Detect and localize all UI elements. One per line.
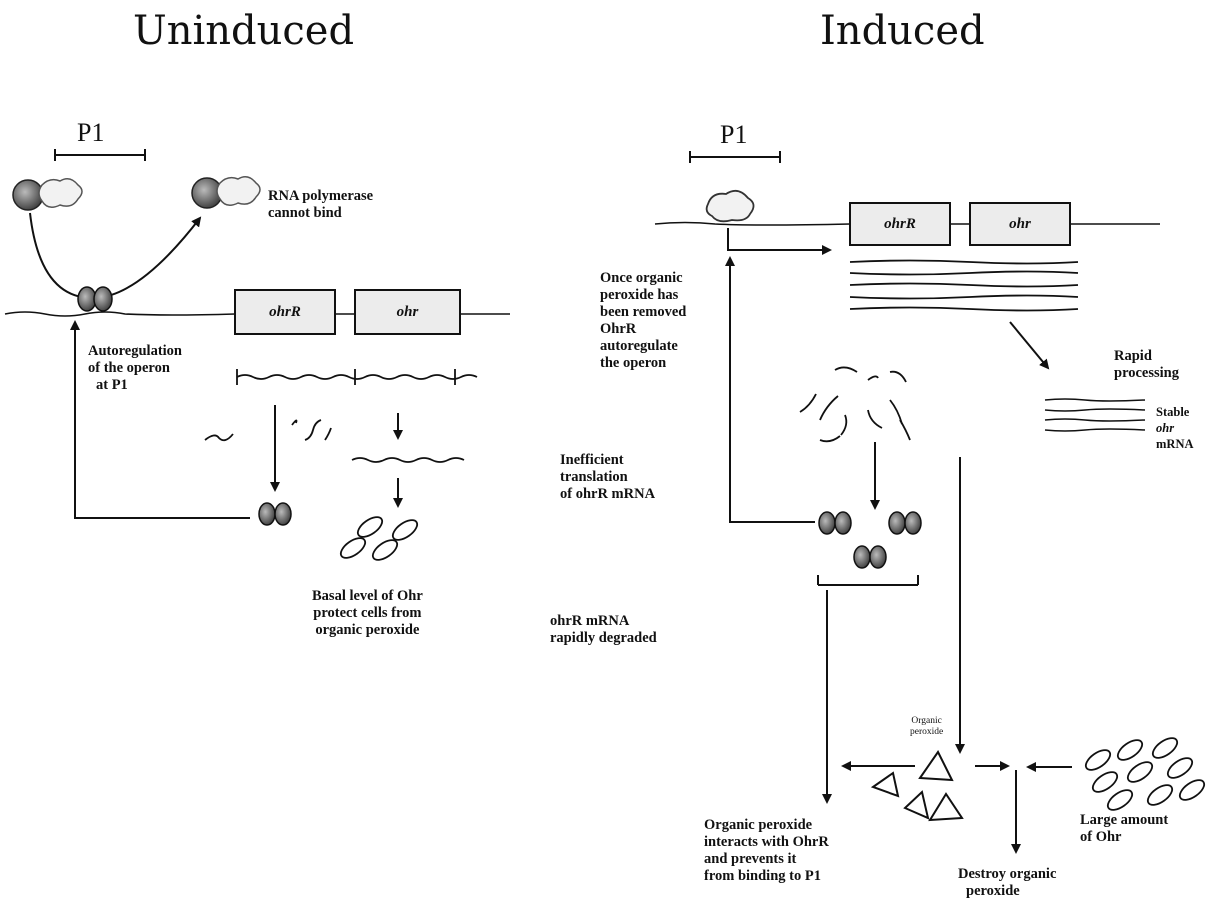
rapid-processing-arrow: [1010, 322, 1048, 368]
uninduced-ohrr-gene-label: ohrR: [235, 302, 335, 322]
rna-polymerase-icon: [192, 177, 260, 208]
induced-promoter-label: P1: [720, 120, 747, 150]
induced-promoter-bracket: [690, 151, 780, 163]
ohr-protein-cluster: [1083, 734, 1208, 814]
organic-peroxide-icon: [873, 752, 962, 820]
ohrr-dimer-icon: [78, 287, 112, 311]
induced-title: Induced: [820, 8, 985, 54]
destroy-peroxide-label: Destroy organic peroxide: [958, 866, 1056, 900]
stable-ohr-mrna-label: Stable ohr mRNA: [1156, 404, 1194, 452]
mrna-fragments: [205, 420, 331, 440]
displacement-arrow: [30, 213, 200, 298]
stable-ohr-mrna: [1045, 399, 1145, 431]
large-amount-ohr-label: Large amount of Ohr: [1080, 812, 1168, 846]
ohrr-dimer-icon: [819, 512, 851, 534]
ohrr-dimer-icon: [889, 512, 921, 534]
uninduced-promoter-label: P1: [77, 118, 104, 148]
transcription-start-arrow: [728, 228, 830, 250]
uninduced-transcript: [237, 369, 477, 385]
induced-ohrr-gene-label: ohrR: [850, 214, 950, 234]
uninduced-dna-line: [5, 312, 235, 316]
rnap-cannot-bind-label: RNA polymerase cannot bind: [268, 188, 373, 222]
rna-polymerase-icon: [13, 179, 82, 210]
rna-polymerase-icon: [707, 191, 754, 222]
inefficient-translation-label: Inefficient translation of ohrR mRNA: [560, 452, 655, 503]
induced-dna-line: [655, 223, 850, 226]
basal-level-label: Basal level of Ohr protect cells from or…: [312, 588, 423, 639]
ohrr-mrna-degraded-label: ohrR mRNA rapidly degraded: [550, 613, 657, 647]
induced-ohr-gene-label: ohr: [970, 214, 1070, 234]
ohr-mrna: [352, 458, 464, 462]
rapid-processing-label: Rapid processing: [1114, 348, 1179, 382]
autoregulation-feedback-arrow: [730, 258, 815, 522]
induced-transcripts: [850, 261, 1078, 311]
autoregulation-label: Autoregulation of the operon at P1: [88, 343, 182, 394]
peroxide-interacts-label: Organic peroxide interacts with OhrR and…: [704, 817, 829, 885]
ohrr-pool-bracket: [818, 575, 918, 585]
uninduced-promoter-bracket: [55, 149, 145, 161]
peroxide-removed-label: Once organic peroxide has been removed O…: [600, 270, 686, 372]
ohrr-dimer-icon: [259, 503, 291, 525]
uninduced-ohr-gene-label: ohr: [355, 302, 460, 322]
ohr-protein-icon: [338, 513, 421, 564]
degraded-ohrr-mrna: [800, 367, 910, 441]
uninduced-title: Uninduced: [133, 8, 354, 54]
ohrr-dimer-icon: [854, 546, 886, 568]
organic-peroxide-label: Organic peroxide: [910, 716, 943, 738]
